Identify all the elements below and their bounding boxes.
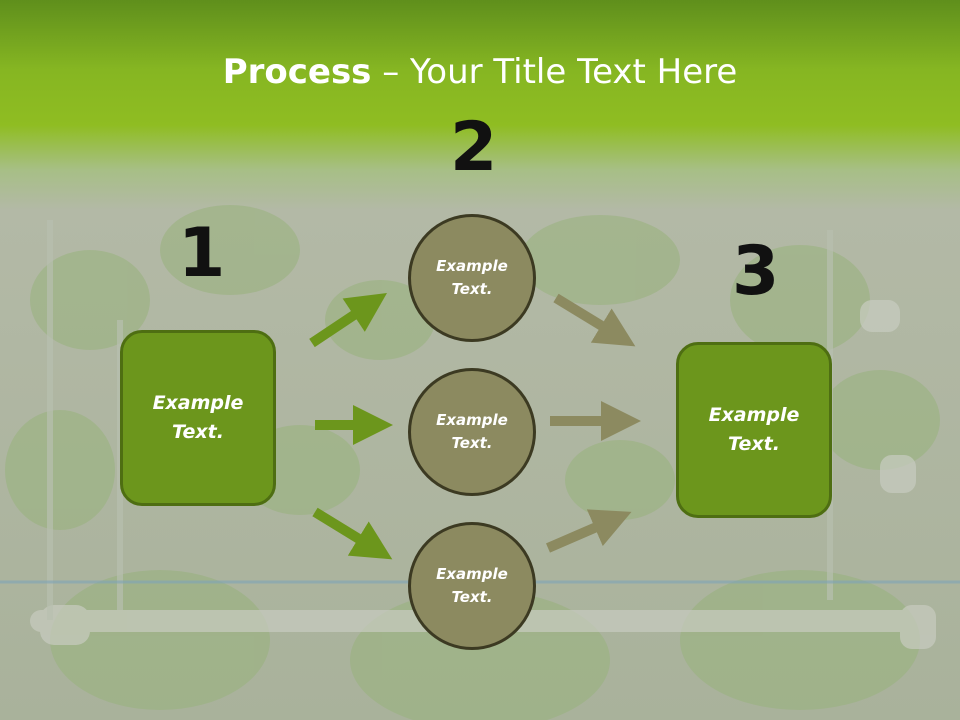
title-bold: Process [222,52,372,92]
left-step-box: Example Text. [120,330,276,506]
circle-1: Example Text. [408,214,536,342]
circle-3-text: Example Text. [436,565,508,606]
circle-2-text: Example Text. [436,411,508,452]
arrow-1-to-circle-3 [312,507,393,560]
slide-title: Process – Your Title Text Here [0,52,960,92]
title-rest: – Your Title Text Here [371,52,738,92]
right-step-box: Example Text. [676,342,832,518]
arrow-1-to-circle-1 [309,293,387,348]
circle-1-text: Example Text. [436,257,508,298]
step-number-1: 1 [178,214,226,293]
arrow-circle-1-to-3 [553,293,636,347]
circle-3: Example Text. [408,522,536,650]
circle-2: Example Text. [408,368,536,496]
step-number-2: 2 [450,108,498,187]
arrow-circle-3-to-3 [546,509,632,553]
left-step-text: Example Text. [152,392,244,443]
right-step-text: Example Text. [708,404,800,455]
step-number-3: 3 [732,232,780,311]
